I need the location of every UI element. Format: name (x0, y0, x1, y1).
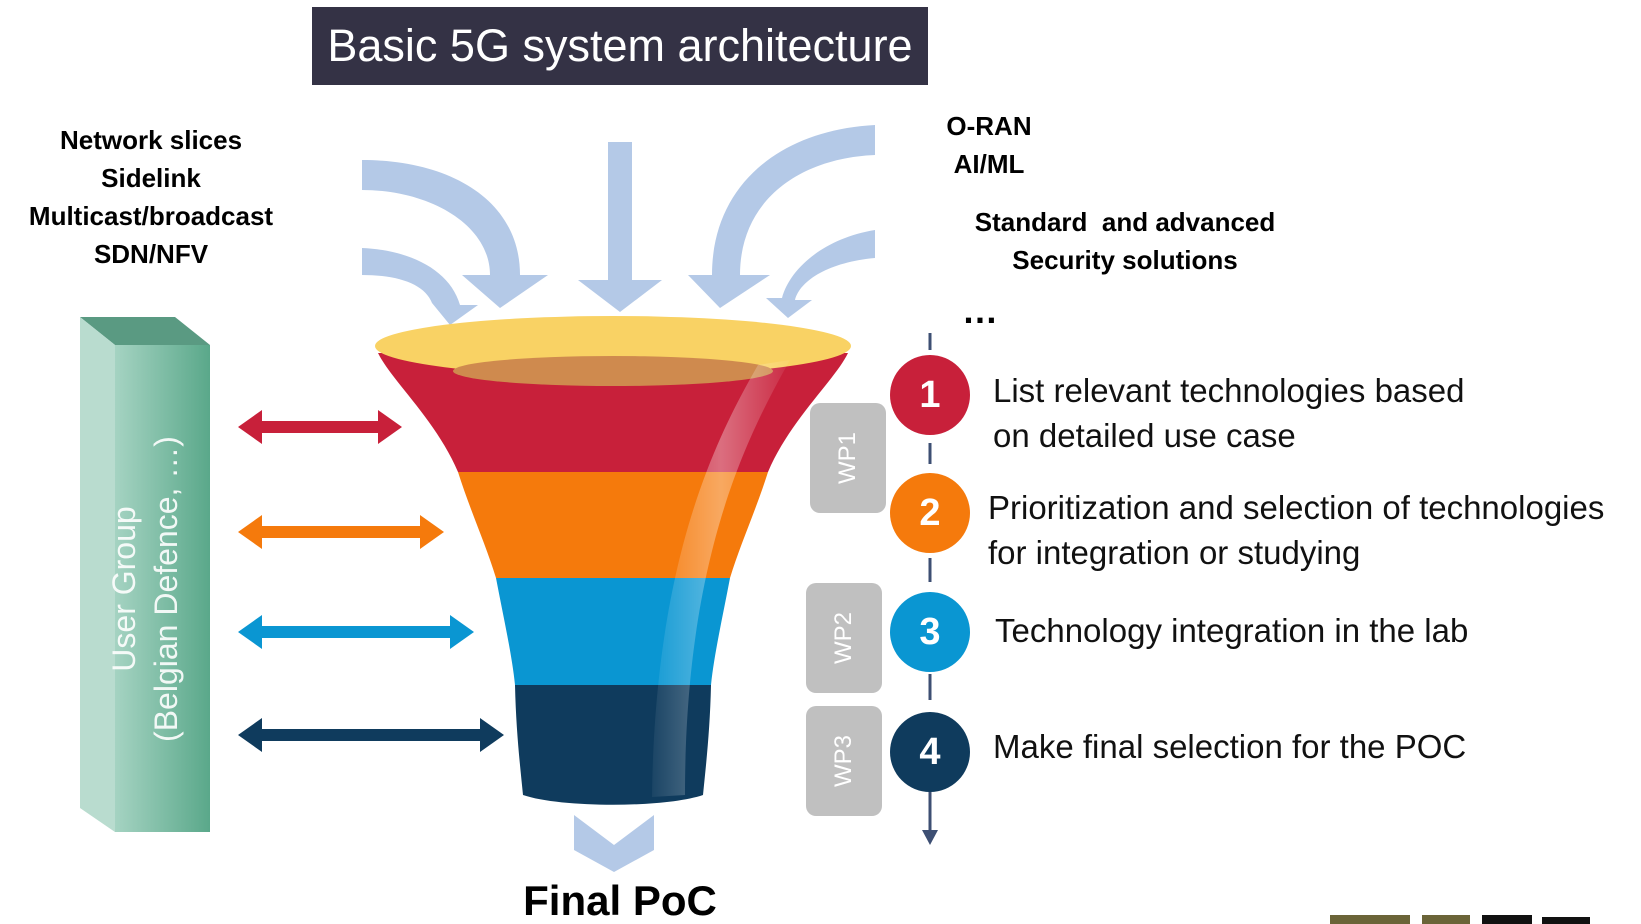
double-arrow-orange (238, 515, 444, 549)
double-arrow-blue (238, 615, 474, 649)
step-3-text: Technology integration in the lab (995, 608, 1468, 653)
step-4-text: Make final selection for the POC (993, 724, 1466, 769)
step-3-line-1: Technology integration in the lab (995, 612, 1469, 649)
wp3-label: WP3 (829, 734, 857, 788)
tech-o-ran: O-RAN (946, 111, 1032, 141)
right-technology-list-bottom: Standard and advanced Security solutions (960, 203, 1290, 279)
work-package-1: WP1 (810, 403, 886, 513)
step-2-badge: 2 (890, 473, 970, 553)
funnel (375, 316, 851, 805)
tech-multicast-broadcast: Multicast/broadcast (28, 201, 274, 231)
step-1-text: List relevant technologies based on deta… (993, 368, 1464, 458)
tech-sdn-nfv: SDN/NFV (93, 239, 209, 269)
incoming-arrows (362, 125, 875, 325)
page-title: Basic 5G system architecture (312, 7, 928, 85)
step-4-badge: 4 (890, 712, 970, 792)
work-package-3: WP3 (806, 706, 882, 816)
step-1-line-2: on detailed use case (993, 417, 1296, 454)
user-group-bar (80, 317, 210, 832)
arrow-right-inner (766, 230, 875, 318)
user-group-label: User Group (Belgian Defence, …) (80, 345, 210, 832)
arrow-left-inner (362, 248, 478, 325)
final-chevron (574, 815, 654, 872)
step-1-line-1: List relevant technologies based (993, 372, 1465, 409)
funnel-glare (652, 360, 790, 797)
tech-ai-ml: AI/ML (953, 149, 1025, 179)
step-1-badge: 1 (890, 355, 970, 435)
step-3-badge: 3 (890, 592, 970, 672)
more-technologies-ellipsis: … (962, 290, 1000, 331)
partial-logo (1330, 912, 1600, 924)
user-group-subtitle: (Belgian Defence, …) (148, 435, 185, 742)
tech-sidelink: Sidelink (101, 163, 201, 193)
arrow-right-outer (688, 125, 875, 308)
double-arrow-navy (238, 718, 504, 752)
feedback-arrows (238, 410, 504, 752)
step-2-text: Prioritization and selection of technolo… (988, 485, 1604, 575)
tech-network-slices: Network slices (59, 125, 243, 155)
right-technology-list-top: O-RAN AI/ML (944, 107, 1034, 183)
final-poc-label: Final PoC (523, 877, 717, 924)
double-arrow-red (238, 410, 402, 444)
tech-security-solutions: Security solutions (1012, 245, 1238, 275)
step-2-line-1: Prioritization and selection of technolo… (988, 489, 1605, 526)
timeline-arrowhead (922, 830, 938, 845)
arrow-center (578, 142, 662, 312)
step-4-line-1: Make final selection for the POC (993, 728, 1467, 765)
arrow-left-outer (362, 160, 548, 308)
wp2-label: WP2 (829, 611, 857, 665)
funnel-opening (453, 356, 773, 386)
work-package-2: WP2 (806, 583, 882, 693)
tech-standard-advanced: Standard and advanced (974, 207, 1276, 237)
user-group-title: User Group (106, 505, 143, 672)
step-2-line-2: for integration or studying (988, 534, 1361, 571)
left-technology-list: Network slices Sidelink Multicast/broadc… (0, 121, 302, 273)
wp1-label: WP1 (833, 431, 861, 485)
